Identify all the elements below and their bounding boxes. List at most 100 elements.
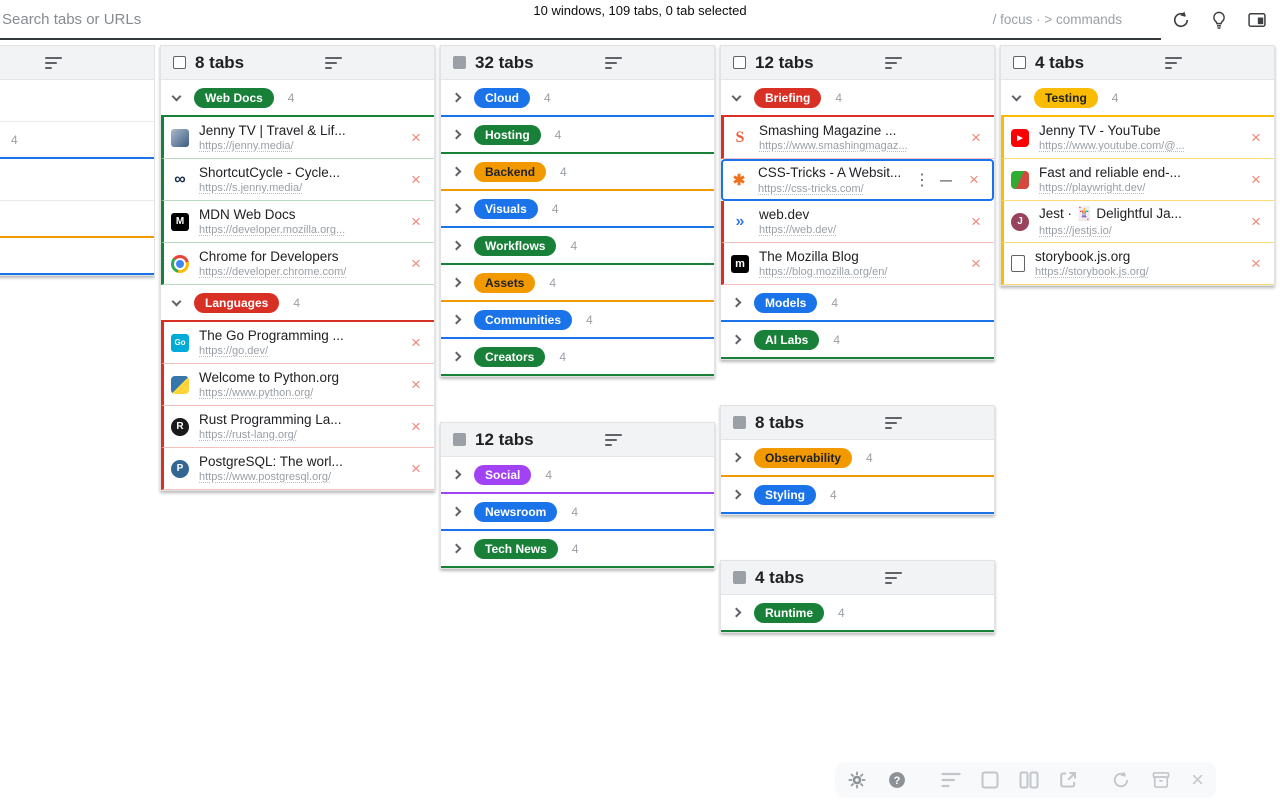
group-pill[interactable]: Newsroom: [474, 501, 558, 522]
tab-row[interactable]: The Mozilla Blog https://blog.mozilla.or…: [721, 243, 994, 285]
tab-group-row[interactable]: Communities 4: [441, 302, 714, 339]
tab-group-row[interactable]: Social 4: [441, 457, 714, 494]
help-icon[interactable]: ?: [887, 770, 907, 790]
group-pill[interactable]: Briefing: [754, 87, 822, 108]
group-pill[interactable]: Social: [474, 464, 532, 485]
tab-row[interactable]: Welcome to Python.org https://www.python…: [161, 364, 434, 406]
chevron-right-icon[interactable]: [451, 469, 462, 480]
window-select-checkbox[interactable]: [733, 571, 746, 584]
search-input[interactable]: [0, 10, 1161, 28]
lightbulb-icon[interactable]: [1209, 10, 1229, 30]
tab-group-row[interactable]: [0, 201, 154, 238]
close-tab-icon[interactable]: [1248, 128, 1264, 148]
columns-icon[interactable]: [1019, 771, 1039, 789]
window-select-checkbox[interactable]: [733, 56, 746, 69]
chevron-right-icon[interactable]: [451, 506, 462, 517]
suspend-tab-icon[interactable]: [940, 173, 952, 187]
chevron-down-icon[interactable]: [731, 91, 742, 101]
window-menu-icon[interactable]: [885, 417, 902, 432]
group-pill[interactable]: Backend: [474, 161, 547, 182]
open-in-new-icon[interactable]: [1059, 771, 1077, 789]
close-tab-icon[interactable]: [968, 212, 984, 232]
chevron-right-icon[interactable]: [451, 277, 462, 288]
tab-group-row[interactable]: Briefing 4: [721, 80, 994, 117]
tab-row[interactable]: ShortcutCycle - Cycle... https://s.jenny…: [161, 159, 434, 201]
tab-group-row[interactable]: 4: [0, 122, 154, 159]
tab-group-row[interactable]: Observability 4: [721, 440, 994, 477]
chevron-right-icon[interactable]: [451, 203, 462, 214]
tab-row[interactable]: Jest · 🃏 Delightful Ja... https://jestjs…: [1001, 201, 1274, 243]
tab-row[interactable]: web.dev https://web.dev/: [721, 201, 994, 243]
window-menu-icon[interactable]: [885, 572, 902, 587]
window-select-checkbox[interactable]: [1013, 56, 1026, 69]
close-tab-icon[interactable]: [408, 375, 424, 395]
chevron-right-icon[interactable]: [731, 334, 742, 345]
group-pill[interactable]: Creators: [474, 346, 546, 367]
window-menu-icon[interactable]: [325, 57, 342, 72]
tab-row[interactable]: The Go Programming ... https://go.dev/: [161, 322, 434, 364]
tab-group-row[interactable]: Tech News 4: [441, 531, 714, 568]
tab-group-row[interactable]: Cloud 4: [441, 80, 714, 117]
tab-group-row[interactable]: [0, 238, 154, 275]
tab-row-selected[interactable]: CSS-Tricks - A Websit... https://css-tri…: [721, 159, 994, 201]
group-pill[interactable]: Assets: [474, 272, 536, 293]
tab-row[interactable]: PostgreSQL: The worl... https://www.post…: [161, 448, 434, 490]
sync-icon[interactable]: [1171, 10, 1191, 30]
tab-row[interactable]: storybook.js.org https://storybook.js.or…: [1001, 243, 1274, 285]
close-tab-icon[interactable]: [408, 128, 424, 148]
tab-group-row[interactable]: Backend 4: [441, 154, 714, 191]
chevron-right-icon[interactable]: [731, 452, 742, 463]
chevron-right-icon[interactable]: [451, 543, 462, 554]
group-pill[interactable]: AI Labs: [754, 329, 820, 350]
group-pill[interactable]: Languages: [194, 292, 280, 313]
tab-group-row[interactable]: Workflows 4: [441, 228, 714, 265]
tab-group-row[interactable]: Runtime 4: [721, 595, 994, 632]
popup-window-icon[interactable]: [1247, 10, 1267, 30]
close-tab-icon[interactable]: [408, 170, 424, 190]
window-menu-icon[interactable]: [45, 57, 62, 72]
tab-group-row[interactable]: Web Docs 4: [161, 80, 434, 117]
chevron-right-icon[interactable]: [731, 607, 742, 618]
chevron-down-icon[interactable]: [171, 91, 182, 101]
tab-row[interactable]: Fast and reliable end-... https://playwr…: [1001, 159, 1274, 201]
tab-group-row[interactable]: Hosting 4: [441, 117, 714, 154]
group-pill[interactable]: Runtime: [754, 602, 824, 623]
chevron-down-icon[interactable]: [1011, 91, 1022, 101]
close-tab-icon[interactable]: [968, 128, 984, 148]
window-menu-icon[interactable]: [1165, 57, 1182, 72]
window-frame-icon[interactable]: [981, 771, 999, 789]
close-tab-icon[interactable]: [1248, 212, 1264, 232]
close-tab-icon[interactable]: [966, 170, 982, 190]
tab-row[interactable]: Jenny TV | Travel & Lif... https://jenny…: [161, 117, 434, 159]
group-pill[interactable]: Models: [754, 292, 818, 313]
sort-icon[interactable]: [941, 771, 961, 789]
tab-row[interactable]: Jenny TV - YouTube https://www.youtube.c…: [1001, 117, 1274, 159]
group-pill[interactable]: Workflows: [474, 235, 557, 256]
tab-group-row[interactable]: Testing 4: [1001, 80, 1274, 117]
tab-row[interactable]: MDN Web Docs https://developer.mozilla.o…: [161, 201, 434, 243]
group-pill[interactable]: Hosting: [474, 124, 541, 145]
close-tab-icon[interactable]: [408, 459, 424, 479]
close-tab-icon[interactable]: [1248, 254, 1264, 274]
tab-row[interactable]: [0, 80, 154, 122]
chevron-right-icon[interactable]: [451, 92, 462, 103]
tab-group-row[interactable]: Visuals 4: [441, 191, 714, 228]
group-pill[interactable]: Styling: [754, 484, 817, 505]
group-pill[interactable]: Observability: [754, 447, 853, 468]
tab-row[interactable]: Rust Programming La... https://rust-lang…: [161, 406, 434, 448]
tab-group-row[interactable]: Models 4: [721, 285, 994, 322]
group-pill[interactable]: Web Docs: [194, 87, 274, 108]
window-menu-icon[interactable]: [605, 57, 622, 72]
close-tab-icon[interactable]: [968, 254, 984, 274]
tab-group-row[interactable]: AI Labs 4: [721, 322, 994, 359]
tab-group-row[interactable]: Languages 4: [161, 285, 434, 322]
archive-trash-icon[interactable]: [1151, 770, 1171, 790]
close-tab-icon[interactable]: [408, 417, 424, 437]
window-select-checkbox[interactable]: [453, 433, 466, 446]
close-icon[interactable]: ×: [1191, 767, 1204, 792]
window-select-checkbox[interactable]: [453, 56, 466, 69]
group-pill[interactable]: Visuals: [474, 198, 538, 219]
chevron-right-icon[interactable]: [451, 129, 462, 140]
refresh-icon[interactable]: [1111, 770, 1131, 790]
chevron-right-icon[interactable]: [451, 351, 462, 362]
